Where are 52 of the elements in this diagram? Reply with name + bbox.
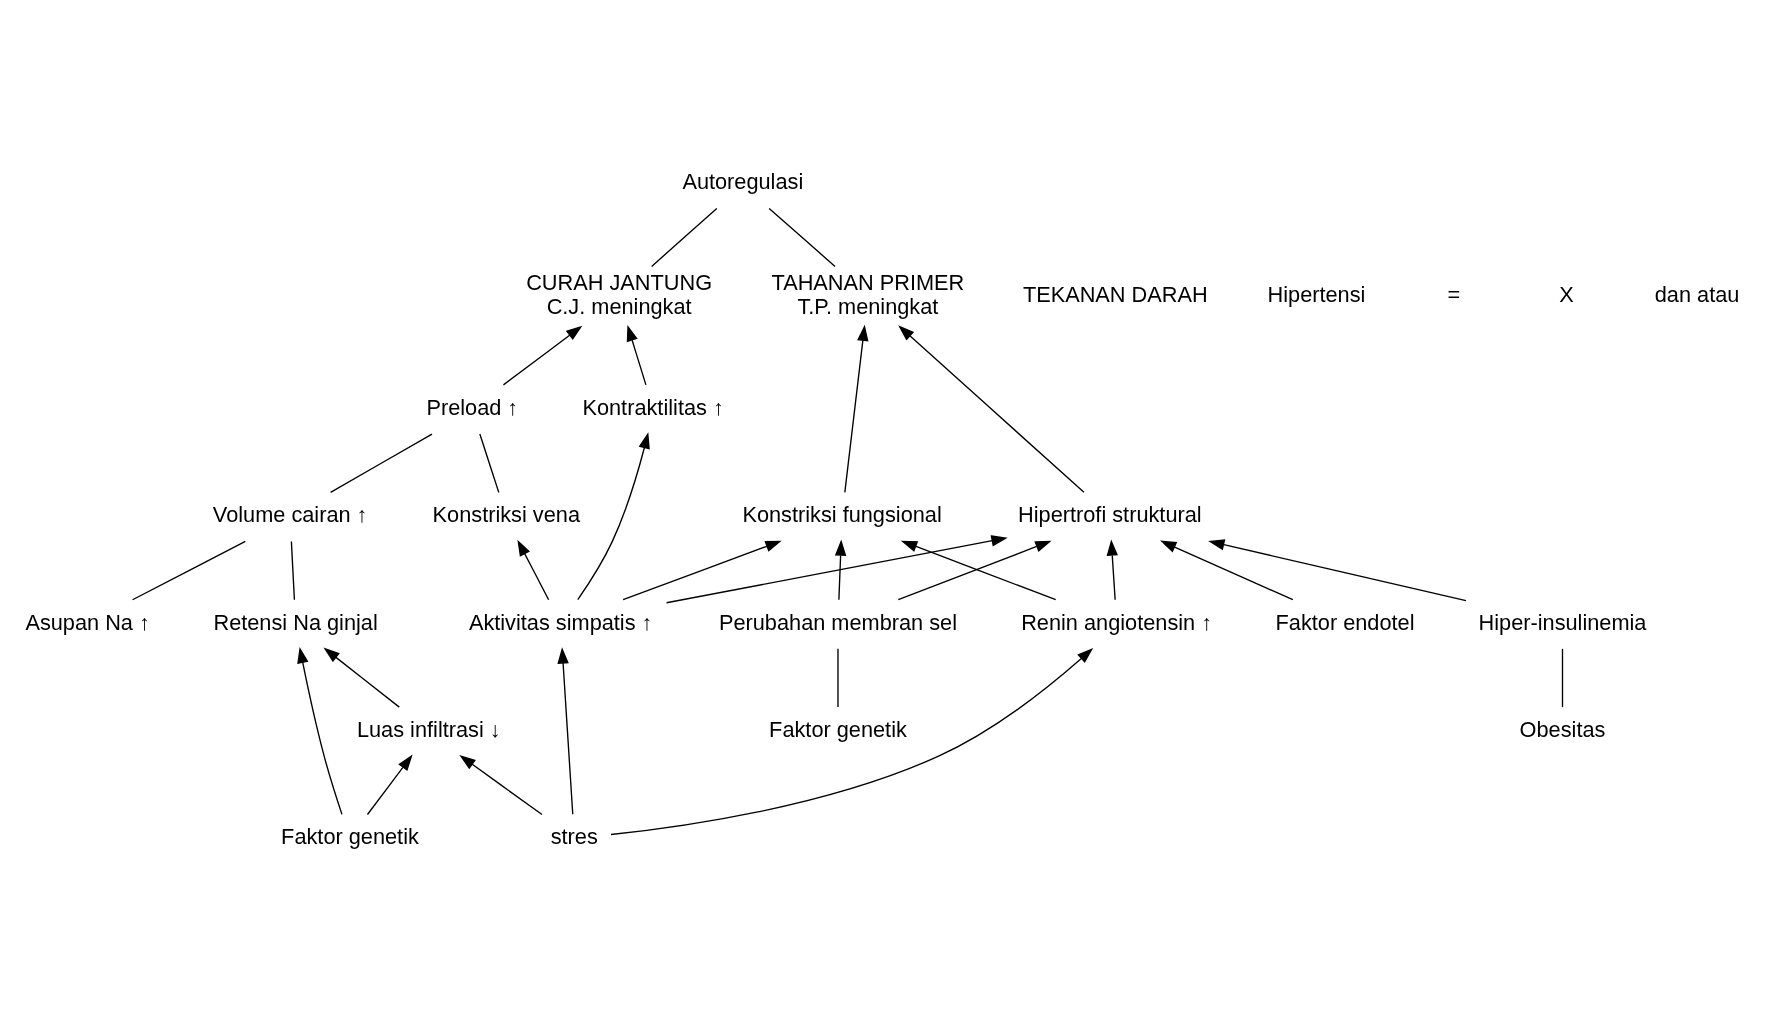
node-text: Hiper-insulinemia: [1478, 608, 1647, 634]
connector: [290, 540, 296, 600]
connector: [131, 540, 247, 600]
label: dan atau: [1654, 281, 1740, 307]
connector: [837, 647, 839, 708]
node-text: Faktor genetik: [281, 823, 419, 849]
node-text: Hipertrofi struktural: [1018, 501, 1202, 527]
node-text: Volume cairan ↑: [212, 501, 368, 527]
node-text: Preload ↑: [426, 394, 519, 420]
arrow: [366, 754, 413, 815]
node-text: TAHANAN PRIMER T.P. meningkat: [771, 269, 965, 319]
node-text: Retensi Na ginjal: [213, 608, 378, 634]
node-text: Konstriksi vena: [432, 501, 580, 527]
node-text: Luas infiltrasi ↓: [356, 716, 501, 742]
arrow: [610, 647, 1094, 835]
node-text: Perubahan membran sel: [718, 608, 957, 634]
arrow: [517, 539, 550, 600]
label: Hipertensi: [1267, 281, 1366, 307]
arrow: [297, 646, 343, 815]
node-text: Faktor endotel: [1275, 608, 1415, 634]
arrow: [844, 324, 869, 493]
arrow: [557, 646, 574, 815]
arrow: [1106, 538, 1118, 600]
node-text: CURAH JANTUNG C.J. meningkat: [526, 269, 713, 319]
connector: [329, 432, 433, 493]
label: X: [1559, 281, 1574, 307]
arrow: [665, 534, 1008, 603]
node-text: Renin angiotensin ↑: [1021, 608, 1213, 634]
arrow: [577, 431, 650, 600]
arrow: [323, 647, 400, 708]
label: TEKANAN DARAH: [1022, 281, 1208, 307]
node-text: stres: [550, 823, 598, 849]
connector: [768, 207, 836, 267]
node-text: Aktivitas simpatis ↑: [468, 608, 653, 634]
node-text: Obesitas: [1519, 716, 1606, 742]
arrow: [1208, 538, 1467, 601]
connector: [479, 432, 500, 493]
label: =: [1447, 281, 1461, 307]
connector: [1561, 647, 1564, 708]
arrow: [502, 325, 583, 385]
arrow: [834, 538, 847, 600]
node-text: Faktor genetik: [769, 716, 907, 742]
arrow: [898, 324, 1085, 493]
node-text: Kontraktilitas ↑: [582, 394, 724, 420]
arrow: [622, 540, 782, 600]
arrow: [1160, 540, 1294, 600]
node-text: Asupan Na ↑: [25, 608, 150, 634]
arrow: [459, 754, 543, 815]
node-text: Autoregulasi: [682, 168, 804, 194]
connector: [650, 207, 718, 267]
node-text: Konstriksi fungsional: [742, 501, 942, 527]
arrow: [626, 324, 647, 385]
